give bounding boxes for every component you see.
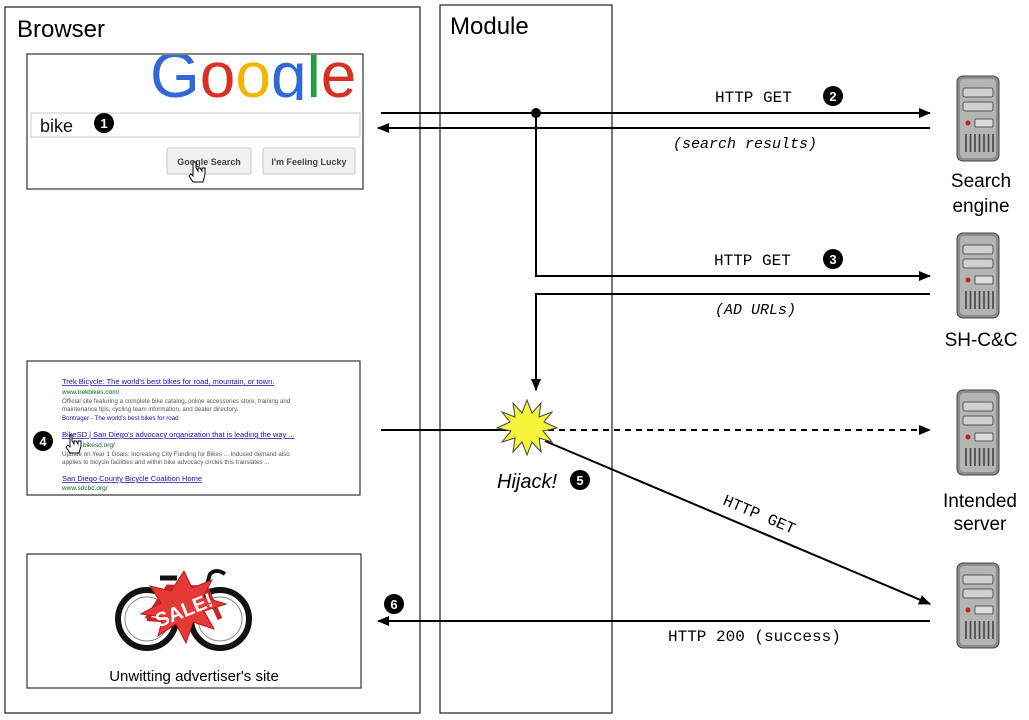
intended-server-label-2: server [954, 514, 1007, 535]
arrow-hijack-get [544, 440, 931, 605]
result-2-snippet-1: Update on Year 1 Goals: Increasing City … [62, 451, 290, 458]
step-3-badge: 3 [823, 249, 843, 269]
hijack-burst-icon [495, 398, 559, 457]
search-query: bike [40, 116, 73, 136]
browser-label: Browser [17, 16, 105, 43]
advertiser-server-icon [956, 562, 1000, 649]
search-engine-label-1: Search [951, 171, 1011, 192]
svg-text:4: 4 [39, 434, 47, 449]
step-2-badge: 2 [823, 86, 843, 106]
intended-server-label-1: Intended [943, 491, 1017, 512]
step-4-badge: 4 [33, 431, 53, 451]
step-6-badge: 6 [384, 594, 404, 614]
label-ad-urls: (AD URLs) [715, 302, 796, 319]
result-3-url: www.sdcbc.org/ [61, 485, 108, 492]
feeling-lucky-label: I'm Feeling Lucky [271, 157, 346, 167]
label-http-get-2: HTTP GET [714, 252, 791, 270]
feeling-lucky-button[interactable] [262, 147, 356, 175]
step-5-badge: 5 [570, 470, 590, 490]
arrow-ad-urls [531, 293, 930, 391]
svg-text:6: 6 [390, 597, 397, 612]
step-1-badge: 1 [94, 113, 114, 133]
result-3-title[interactable]: San Diego County Bicycle Coalition Home [62, 474, 202, 483]
result-1-sublink[interactable]: Bontrager - The world's best bikes for r… [62, 415, 179, 422]
search-engine-label-2: engine [952, 196, 1009, 217]
svg-text:5: 5 [576, 473, 583, 488]
result-2-title[interactable]: BikeSD | San Diego's advocacy organizati… [62, 430, 295, 439]
arrow-http-get-shcc [535, 113, 931, 281]
shcc-label: SH-C&C [945, 330, 1018, 351]
label-search-results: (search results) [673, 136, 817, 153]
results-panel: Trek Bicycle: The world's best bikes for… [26, 360, 361, 496]
module-label: Module [450, 13, 529, 40]
advertiser-panel: SALE! Unwitting advertiser's site [26, 553, 362, 689]
sale-burst [139, 569, 228, 645]
module-column [439, 4, 613, 714]
result-1-url: www.trekbikes.com/ [61, 389, 120, 396]
label-http-get-1: HTTP GET [715, 89, 792, 107]
result-2-url: bikesd.org/ [83, 442, 115, 449]
ad-caption: Unwitting advertiser's site [109, 668, 279, 685]
intended-server-icon [956, 389, 1000, 476]
browser-column [4, 6, 421, 714]
search-panel: Google bike Google Search I'm Feeling Lu… [26, 39, 364, 190]
svg-text:3: 3 [829, 252, 836, 267]
result-1-title[interactable]: Trek Bicycle: The world's best bikes for… [62, 377, 274, 386]
label-http-200: HTTP 200 (success) [668, 628, 841, 646]
hand-cursor-icon [65, 434, 82, 454]
result-1-snippet-1: Official site featuring a complete bike … [62, 398, 291, 405]
result-1-snippet-2: maintenance tips, cycling team informati… [62, 406, 239, 413]
svg-text:2: 2 [829, 89, 836, 104]
result-2-snippet-2: applies to bicycle facilities and within… [62, 459, 270, 466]
svg-text:1: 1 [100, 116, 107, 131]
google-search-button[interactable] [166, 147, 252, 175]
search-input[interactable] [30, 112, 361, 138]
shcc-server-icon [956, 232, 1000, 319]
google-search-label: Google Search [177, 157, 241, 167]
hand-cursor-icon [188, 161, 206, 183]
google-logo: Google [150, 39, 356, 111]
label-hijack: Hijack! [497, 471, 557, 493]
search-engine-server-icon [956, 75, 1000, 162]
